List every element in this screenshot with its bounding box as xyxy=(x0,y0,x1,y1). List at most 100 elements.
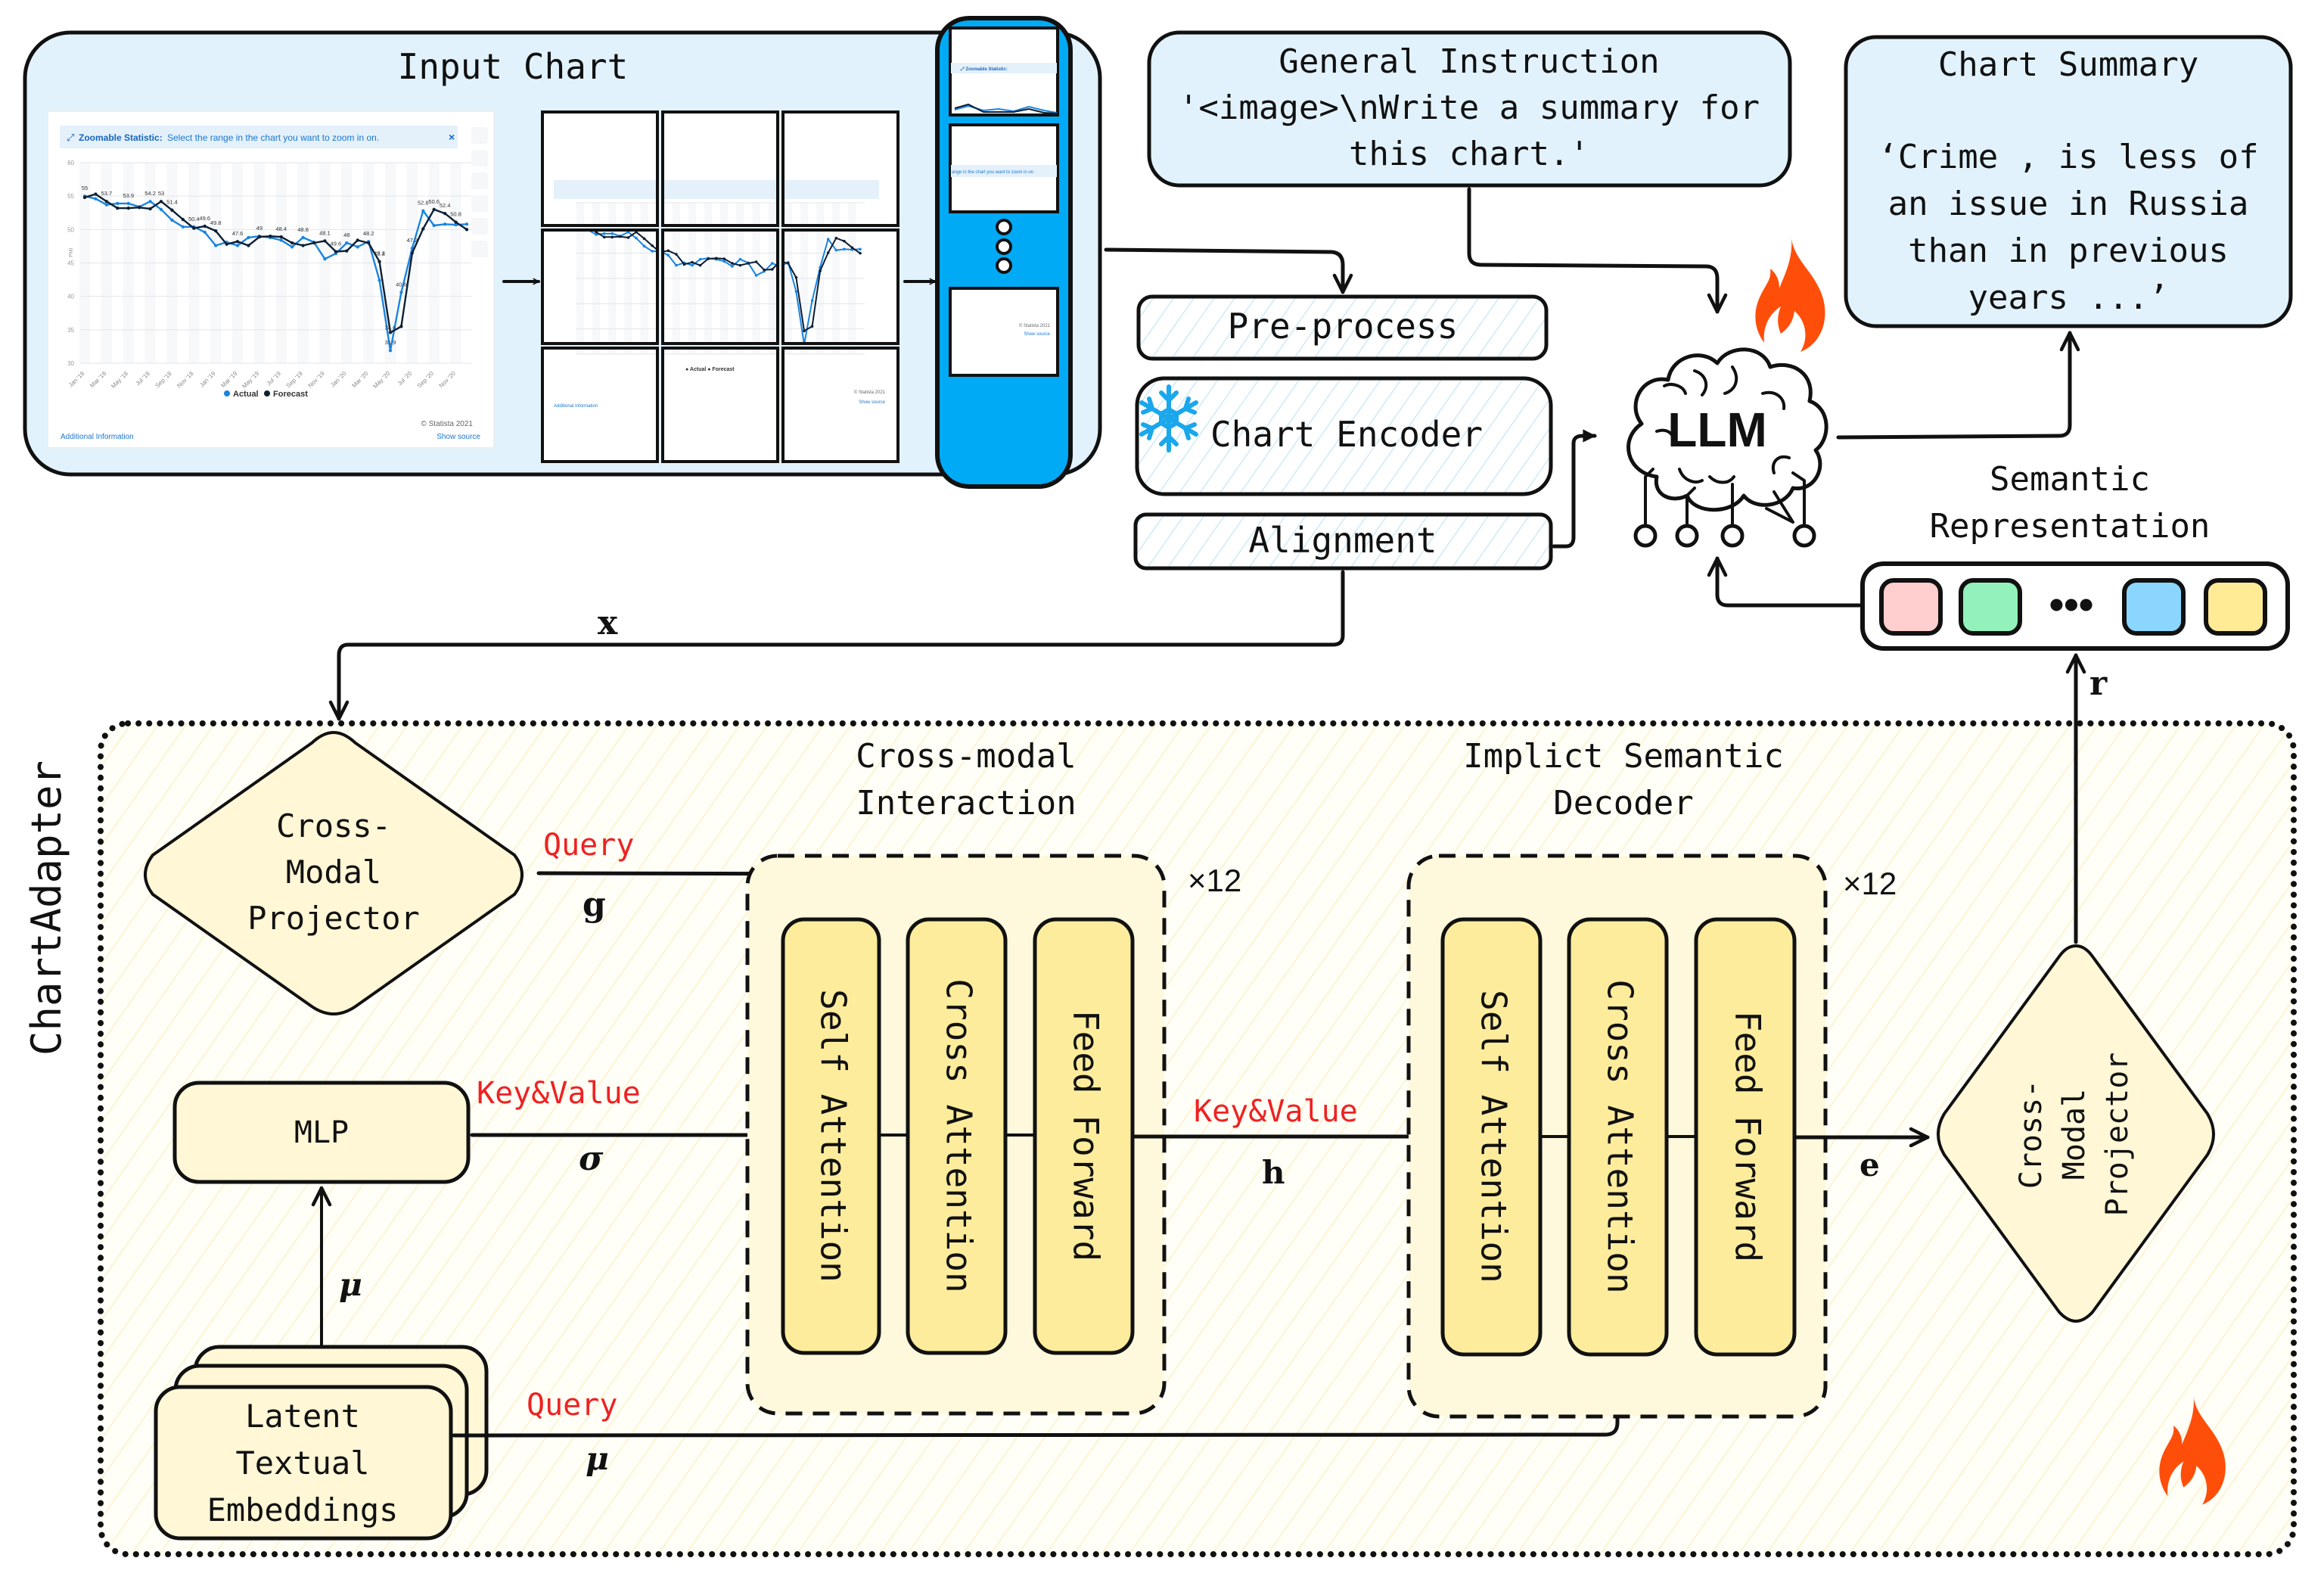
fire-icon-llm-trainable xyxy=(1755,238,1825,352)
data-point-forecast xyxy=(312,241,316,245)
cmi-repeat: ×12 xyxy=(1188,863,1241,898)
block-label: Self Attention xyxy=(813,989,854,1283)
data-point-forecast xyxy=(148,207,152,211)
data-point-forecast xyxy=(181,217,185,222)
data-point-forecast xyxy=(698,263,702,267)
latent-line: Textual xyxy=(235,1445,369,1482)
star-icon[interactable] xyxy=(471,127,488,144)
data-point-forecast xyxy=(247,244,250,247)
data-point-actual xyxy=(213,244,218,247)
data-point-forecast xyxy=(192,226,196,230)
symbol-x: x xyxy=(598,604,618,642)
data-point-actual xyxy=(843,247,846,251)
legend-forecast-marker xyxy=(264,390,270,396)
data-point-forecast xyxy=(602,235,606,239)
zoom-banner-text: Select the range in the chart you want t… xyxy=(167,132,379,143)
series-line-actual xyxy=(783,238,861,344)
chart-column-stripe xyxy=(704,230,713,344)
data-label: 51.4 xyxy=(166,199,178,206)
data-point-forecast xyxy=(213,229,218,233)
data-point-actual xyxy=(247,235,250,240)
latent-line: Embeddings xyxy=(207,1491,399,1528)
query-label-mu: Query xyxy=(527,1388,617,1423)
quote-icon[interactable] xyxy=(471,218,488,235)
data-point-actual xyxy=(738,257,742,261)
data-point-forecast xyxy=(834,236,838,240)
chart-column-stripe xyxy=(592,348,601,354)
chart-column-stripe xyxy=(592,230,601,344)
symbol-mu-up: μ xyxy=(339,1266,362,1303)
data-label: 49.6 xyxy=(199,215,210,222)
y-tick-label: 35 xyxy=(67,327,74,334)
print-icon[interactable] xyxy=(471,241,488,257)
data-point-forecast xyxy=(345,249,349,253)
chart-column-stripe xyxy=(736,230,744,344)
chart-column-stripe xyxy=(768,203,776,225)
chart-column-stripe xyxy=(640,203,648,225)
chart-encoder-box: Chart Encoder xyxy=(1135,376,1553,496)
data-point-forecast xyxy=(126,206,130,210)
bell-icon[interactable] xyxy=(471,150,488,166)
projector-right-line: Projector xyxy=(2100,1053,2135,1217)
zoom-banner-close[interactable]: × xyxy=(449,131,455,143)
symbol-r: r xyxy=(2089,664,2108,703)
chart-column-stripe xyxy=(688,203,697,225)
chart-summary-line: an issue in Russia xyxy=(1888,185,2249,223)
data-label: 47.2 xyxy=(407,237,418,244)
share-icon[interactable] xyxy=(471,195,488,212)
arrow-query-mu xyxy=(452,1358,1628,1438)
data-point-actual xyxy=(388,349,393,353)
arrow-to-preprocess xyxy=(1104,247,1353,294)
data-label: 48.8 xyxy=(297,226,309,233)
semantic-label-line1: Semantic xyxy=(1990,460,2150,499)
data-point-forecast xyxy=(301,244,305,247)
chart-column-stripe xyxy=(752,348,760,354)
data-point-forecast xyxy=(675,253,678,256)
chart-column-stripe xyxy=(784,348,793,354)
semantic-token xyxy=(2122,578,2186,636)
cross-modal-projector-input: Cross- Modal Projector xyxy=(144,730,524,1015)
data-label: 34.6 xyxy=(385,324,396,331)
chart-column-stripe xyxy=(688,230,697,344)
data-label: 42.4 xyxy=(374,250,385,257)
arrow-llm-to-summary xyxy=(1836,331,2080,440)
zoom-banner xyxy=(60,126,458,148)
sequence-ellipsis-dot xyxy=(996,238,1012,255)
chart-column-stripe xyxy=(672,230,681,344)
source-chart-card: ⤢ Zoomable Statistic: Select the range i… xyxy=(47,110,495,449)
chart-column-stripe xyxy=(848,203,856,225)
gear-icon[interactable] xyxy=(471,173,488,189)
data-label: 50.6 xyxy=(428,198,440,205)
latent-textual-embeddings-stack: Latent Textual Embeddings xyxy=(154,1345,489,1541)
cmi-title-line1: Cross-modal xyxy=(856,737,1076,776)
chart-column-stripe xyxy=(624,230,632,344)
data-point-forecast xyxy=(421,227,425,231)
additional-information-link[interactable]: Additional Information xyxy=(61,433,134,441)
show-source-link[interactable]: Show source xyxy=(437,433,480,441)
data-label: 50.8 xyxy=(450,211,461,218)
sequence-patch-last xyxy=(949,287,1059,377)
symbol-sigma: σ xyxy=(579,1140,604,1178)
data-point-actual xyxy=(595,233,598,236)
chart-patch-tile xyxy=(661,110,779,227)
chart-summary-line: than in previous xyxy=(1908,232,2229,270)
data-point-forecast xyxy=(843,239,846,243)
sequence-ellipsis-dot xyxy=(996,257,1012,274)
data-point-actual xyxy=(675,263,678,267)
data-point-forecast xyxy=(388,331,393,334)
data-point-actual xyxy=(290,245,294,249)
chart-column-stripe xyxy=(848,230,856,344)
chart-column-stripe xyxy=(672,203,681,225)
block-label: Cross Attention xyxy=(939,978,980,1292)
general-instruction-box: General Instruction '<image>\nWrite a su… xyxy=(1147,30,1792,188)
data-label: 48.1 xyxy=(319,229,331,236)
chart-column-stripe xyxy=(576,348,585,354)
semantic-token-ellipsis: ••• xyxy=(2049,580,2094,628)
snowflake-icon-frozen xyxy=(1139,384,1198,452)
chart-summary-line: ‘Crime , is less of xyxy=(1878,138,2258,176)
data-label: 50.4 xyxy=(188,216,200,222)
arrow-alignment-to-adapter xyxy=(328,570,1345,721)
svg-text:Additional Information: Additional Information xyxy=(554,404,598,409)
data-point-forecast xyxy=(443,211,447,216)
